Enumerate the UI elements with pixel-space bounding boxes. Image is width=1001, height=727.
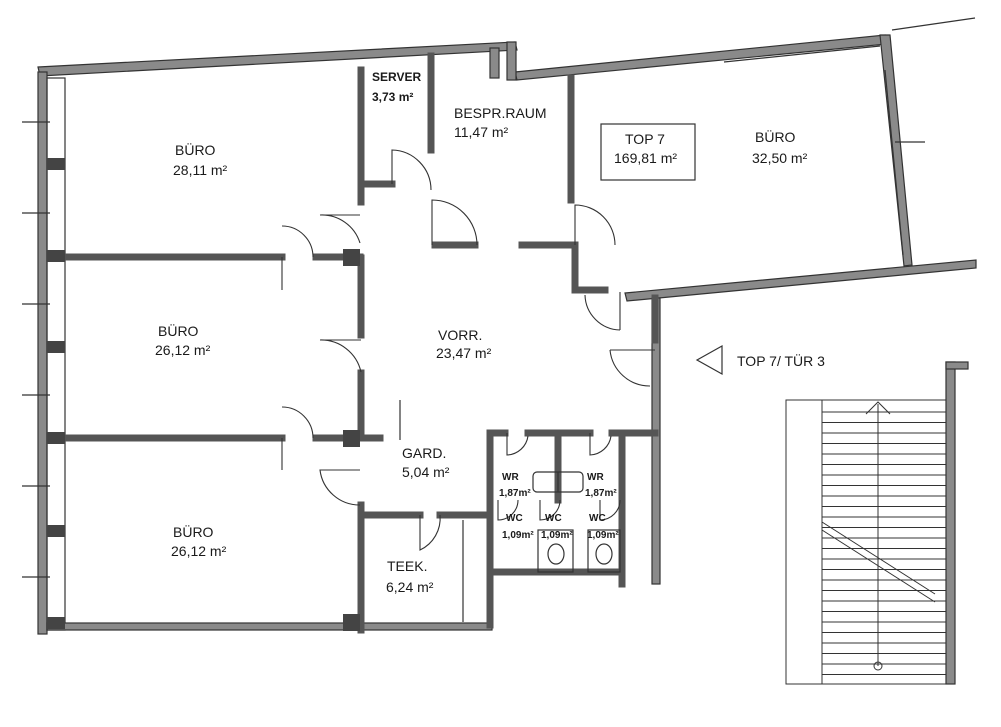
room-name-wr-left: WR [502,472,519,483]
doors [281,149,655,551]
stair-wall [945,361,956,685]
pillar [47,158,65,170]
room-name-wr-right: WR [587,472,604,483]
stair-start-icon [873,661,883,671]
door-entrance [609,349,655,387]
pillar [47,525,65,537]
room-name-buero-nw: BÜRO [175,141,216,158]
room-area-buero-ne: 32,50 m² [752,150,808,166]
window-line [723,45,881,63]
stair-wall-top [945,361,969,370]
west-wall [37,71,48,635]
room-area-wr-left: 1,87m² [499,488,531,499]
labels: SERVER 3,73 m² BESPR.RAUM 11,47 m² TOP 7… [155,70,825,595]
wc-stall [587,529,621,573]
interior-walls [61,52,659,634]
stair-outline [785,399,947,685]
window-line [884,69,904,256]
facade-line [891,17,976,31]
north-wall-step [506,41,517,81]
fixtures [462,123,696,622]
pillar [343,430,360,447]
door-buero-nw-b [319,214,361,244]
room-name-server: SERVER [372,70,421,84]
room-name-buero-sw: BÜRO [173,523,214,540]
stair-arrow-icon [865,401,891,415]
window-ticks [22,17,976,578]
top7-area-box [600,123,696,181]
room-name-buero-ne: BÜRO [755,128,796,145]
pillar [47,617,65,629]
toilet-icon [547,543,565,565]
room-area-buero-nw: 28,11 m² [173,162,228,178]
staircase [785,399,947,685]
door-buero-ne-b [584,292,621,331]
door-vorr-w [319,339,362,373]
pillar [343,614,360,631]
room-area-gard: 5,04 m² [402,464,450,480]
room-area-wr-right: 1,87m² [585,488,617,499]
room-area-vorr: 23,47 m² [436,345,492,361]
door-server [391,149,432,191]
room-name-bespr: BESPR.RAUM [454,105,547,121]
room-area-bespr: 11,47 m² [454,124,509,140]
room-name-teek: TEEK. [387,558,427,574]
north-wall-notch [489,47,500,79]
east-wall [879,34,913,267]
door-buero-nw [281,225,314,290]
pillars [47,158,360,631]
room-area-server: 3,73 m² [372,90,413,104]
room-area-buero-w: 26,12 m² [155,342,211,358]
room-area-wc-mid: 1,09m² [541,530,573,541]
entrance-label: TOP 7/ TÜR 3 [737,352,825,369]
room-area-top7: 169,81 m² [614,150,677,166]
room-name-wc-right: WC [589,513,606,524]
room-name-top7: TOP 7 [625,131,665,147]
door-wc-right [599,499,621,521]
room-name-wc-mid: WC [545,513,562,524]
north-wall-left [37,41,518,77]
entrance-arrow-icon [695,344,723,376]
room-area-wc-right: 1,09m² [587,530,619,541]
door-wc-mid [539,499,561,521]
door-buero-ne [574,204,616,246]
door-wr-right [589,433,612,456]
pillar [47,341,65,353]
walls [37,34,977,685]
room-area-buero-sw: 26,12 m² [171,543,227,559]
north-wall-right [514,34,888,81]
room-name-vorr: VORR. [438,327,482,343]
pillar [47,250,65,262]
door-wr-left [506,433,529,456]
room-name-buero-w: BÜRO [158,322,199,339]
door-wc-left [497,499,519,521]
stair-break [821,521,936,595]
room-name-wc-left: WC [506,513,523,524]
door-buero-w [281,406,314,470]
room-name-gard: GARD. [402,445,446,461]
south-wall [46,622,493,631]
door-gard [319,469,361,506]
door-teek [419,514,441,551]
door-bespr [431,199,478,246]
room-area-wc-left: 1,09m² [502,530,534,541]
pillar [47,432,65,444]
room-area-teek: 6,24 m² [386,579,434,595]
corridor-wall [624,259,977,302]
toilet-icon [595,543,613,565]
wc-stall [537,529,574,573]
stair-steps [822,411,946,675]
pillar [343,249,360,266]
